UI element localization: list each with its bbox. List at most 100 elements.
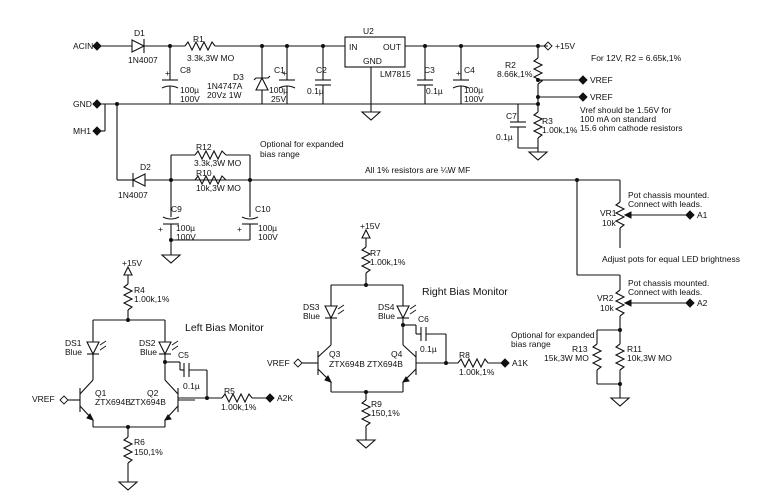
svg-text:+15V: +15V xyxy=(360,221,380,231)
vref-mid-label: VREF xyxy=(267,358,290,368)
resistor-r8: R8 1.00k,1% xyxy=(457,350,495,377)
a1k-label: A1K xyxy=(512,358,528,368)
vref-out2-label: VREF xyxy=(590,92,613,102)
svg-text:R11: R11 xyxy=(627,344,642,354)
r2-note: For 12V, R2 = 6.65k,1% xyxy=(591,53,682,63)
svg-text:R10: R10 xyxy=(196,168,212,178)
vref-out1-label: VREF xyxy=(590,75,613,85)
mh1-terminal xyxy=(92,126,102,136)
svg-text:VR2: VR2 xyxy=(597,293,614,303)
capacitor-c2: C2 0.1µ xyxy=(307,46,331,104)
transistor-q3: Q3 ZTX694B xyxy=(317,344,365,383)
vref-left-label: VREF xyxy=(32,394,55,404)
svg-text:R4: R4 xyxy=(134,285,145,295)
capacitor-c6: C6 0.1µ xyxy=(415,314,447,363)
svg-text:LM7815: LM7815 xyxy=(380,69,411,79)
led-ds1: DS1 Blue xyxy=(65,320,107,380)
svg-text:GND: GND xyxy=(363,56,382,66)
zener-d3: D3 1N4747A 20Vz 1W xyxy=(207,46,271,104)
svg-text:Blue: Blue xyxy=(303,311,320,321)
svg-text:Q3: Q3 xyxy=(329,349,341,359)
svg-text:ZTX694B: ZTX694B xyxy=(130,397,166,407)
svg-text:+15V: +15V xyxy=(122,258,142,268)
right-bias-monitor: Right Bias Monitor +15V R7 1.00k,1% DS3 … xyxy=(267,221,528,449)
plus15v-label: +15V xyxy=(555,41,575,51)
svg-text:R9: R9 xyxy=(371,399,382,409)
svg-text:1.00k,1%: 1.00k,1% xyxy=(459,367,495,377)
resistor-r10: R10 10k,3W MO xyxy=(194,168,241,193)
svg-text:100V: 100V xyxy=(464,94,484,104)
svg-text:R12: R12 xyxy=(196,142,212,152)
resistor-r9: R9 150,1% xyxy=(360,392,400,440)
capacitor-c7: C7 0.1µ xyxy=(496,104,526,148)
svg-text:Connect with leads.: Connect with leads. xyxy=(628,287,702,297)
svg-text:20Vz 1W: 20Vz 1W xyxy=(207,90,242,100)
svg-text:DS1: DS1 xyxy=(65,338,82,348)
svg-text:ZTX694B: ZTX694B xyxy=(367,359,403,369)
svg-text:0.1µ: 0.1µ xyxy=(496,132,513,142)
capacitor-c8: + C8 100µ 100V xyxy=(161,46,200,104)
capacitor-c9: + C9 100µ 100V xyxy=(158,180,196,264)
capacitor-c3: C3 0.1µ xyxy=(417,46,443,104)
plus15v-terminal xyxy=(543,41,553,51)
svg-text:10k: 10k xyxy=(600,303,614,313)
svg-text:25V: 25V xyxy=(271,94,286,104)
a2-label: A2 xyxy=(697,298,708,308)
svg-text:Optional for expanded: Optional for expanded xyxy=(511,330,595,340)
svg-text:+: + xyxy=(456,68,461,78)
power-supply-section: ACIN D1 1N4007 R1 3.3k,3W MO + C8 xyxy=(73,26,683,161)
resistor-r3: R3 1.00k,1% xyxy=(532,111,578,139)
a1-label: A1 xyxy=(697,210,708,220)
svg-text:100µ: 100µ xyxy=(176,223,195,233)
svg-text:10k,3W MO: 10k,3W MO xyxy=(627,353,672,363)
svg-text:150,1%: 150,1% xyxy=(371,408,400,418)
svg-text:150,1%: 150,1% xyxy=(134,447,163,457)
left-monitor-title: Left Bias Monitor xyxy=(185,322,264,334)
svg-text:C7: C7 xyxy=(506,111,517,121)
adjust-note: Adjust pots for equal LED brightness xyxy=(602,254,740,264)
svg-text:100µ: 100µ xyxy=(464,85,483,95)
resistor-r11: R11 10k,3W MO xyxy=(614,330,672,398)
svg-text:100V: 100V xyxy=(258,232,278,242)
svg-text:1N4007: 1N4007 xyxy=(128,55,158,65)
svg-text:1N4007: 1N4007 xyxy=(118,190,148,200)
svg-text:Pot chassis mounted.: Pot chassis mounted. xyxy=(628,190,709,200)
capacitor-c4: + C4 100µ 100V xyxy=(452,46,484,104)
potentiometer-vr1: VR1 10k xyxy=(600,180,690,248)
svg-text:DS2: DS2 xyxy=(139,338,156,348)
svg-text:R1: R1 xyxy=(193,34,204,44)
svg-text:R8: R8 xyxy=(459,350,470,360)
svg-text:C10: C10 xyxy=(255,204,271,214)
svg-text:D3: D3 xyxy=(233,72,244,82)
svg-text:0.1µ: 0.1µ xyxy=(426,86,443,96)
svg-text:0.1µ: 0.1µ xyxy=(307,86,324,96)
gnd-terminal xyxy=(92,99,102,109)
svg-text:DS3: DS3 xyxy=(303,302,320,312)
svg-text:15k,3W MO: 15k,3W MO xyxy=(544,353,589,363)
transistor-q1: Q1 ZTX694B xyxy=(79,379,131,421)
mh1-label: MH1 xyxy=(73,126,91,136)
right-monitor-title: Right Bias Monitor xyxy=(422,286,508,298)
svg-text:R2: R2 xyxy=(505,60,516,70)
resistor-r2: R2 8.66k,1% xyxy=(497,46,544,85)
svg-text:100µ: 100µ xyxy=(180,85,199,95)
potentiometer-vr2: VR2 10k xyxy=(597,275,690,330)
svg-text:15.6 ohm cathode resistors: 15.6 ohm cathode resistors xyxy=(580,123,683,133)
svg-text:Vref should be 1.56V for: Vref should be 1.56V for xyxy=(580,105,672,115)
svg-text:1.00k,1%: 1.00k,1% xyxy=(370,257,406,267)
svg-text:ZTX694B: ZTX694B xyxy=(95,397,131,407)
resistor-r12: R12 3.3k,3W MO xyxy=(194,142,242,168)
acin-terminal xyxy=(92,41,102,51)
bias-supply-section: D2 1N4007 R12 3.3k,3W MO Optional for ex… xyxy=(116,104,740,407)
svg-text:C9: C9 xyxy=(171,204,182,214)
svg-text:D1: D1 xyxy=(134,28,145,38)
svg-text:3.3k,3W MO: 3.3k,3W MO xyxy=(194,158,242,168)
resistor-r6: R6 150,1% xyxy=(122,427,163,482)
resistor-r7: R7 1.00k,1% xyxy=(360,238,406,274)
svg-text:10k: 10k xyxy=(602,218,616,228)
capacitor-c1: + C1 100µ 25V xyxy=(269,46,296,104)
svg-text:C2: C2 xyxy=(316,65,327,75)
svg-text:8.66k,1%: 8.66k,1% xyxy=(497,69,533,79)
svg-text:R7: R7 xyxy=(370,248,381,258)
